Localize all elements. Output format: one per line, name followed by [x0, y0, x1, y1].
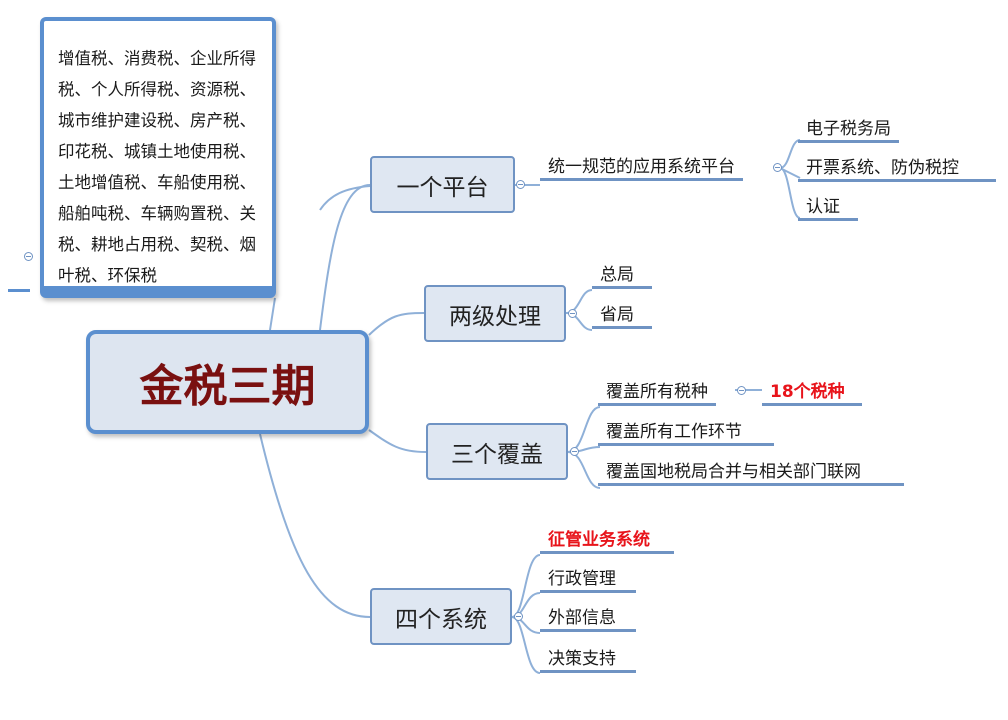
- branch-four-collapse-icon[interactable]: [514, 612, 523, 621]
- tax-types-text: 增值税、消费税、企业所得税、个人所得税、资源税、城市维护建设税、房产税、印花税、…: [58, 49, 256, 285]
- leaf-collection-system[interactable]: 征管业务系统: [540, 529, 674, 554]
- branch-four-systems[interactable]: 四个系统: [370, 588, 512, 645]
- leaf-headquarters[interactable]: 总局: [592, 264, 652, 289]
- leaf-administration[interactable]: 行政管理: [540, 568, 636, 593]
- note-collapse-icon[interactable]: [24, 252, 33, 261]
- branch-four-label: 四个系统: [395, 606, 487, 633]
- root-topic[interactable]: 金税三期: [86, 330, 369, 434]
- leaf-decision-support[interactable]: 决策支持: [540, 648, 636, 673]
- branch-two-levels[interactable]: 两级处理: [424, 285, 566, 342]
- leaf-certification[interactable]: 认证: [798, 196, 858, 221]
- branch-one-platform[interactable]: 一个平台: [370, 156, 515, 213]
- branch-three-collapse-icon[interactable]: [570, 447, 579, 456]
- root-label: 金税三期: [139, 361, 316, 412]
- branch-one-collapse-icon[interactable]: [516, 180, 525, 189]
- branch-one-label: 一个平台: [396, 174, 489, 201]
- branch-two-label: 两级处理: [449, 303, 541, 330]
- branch-two-collapse-icon[interactable]: [568, 309, 577, 318]
- branch-one-sub[interactable]: 统一规范的应用系统平台: [540, 156, 743, 181]
- leaf-all-tax-types[interactable]: 覆盖所有税种: [598, 381, 716, 406]
- leaf-merger-networking[interactable]: 覆盖国地税局合并与相关部门联网: [598, 461, 904, 486]
- branch-three-coverage[interactable]: 三个覆盖: [426, 423, 568, 480]
- tax-types-note[interactable]: 增值税、消费税、企业所得税、个人所得税、资源税、城市维护建设税、房产税、印花税、…: [40, 17, 276, 298]
- leaf-all-work-steps[interactable]: 覆盖所有工作环节: [598, 421, 774, 446]
- leaf-e-tax-bureau[interactable]: 电子税务局: [798, 118, 899, 143]
- branch-three-label: 三个覆盖: [451, 441, 543, 468]
- leaf-18-tax-types[interactable]: 18个税种: [762, 381, 862, 406]
- leaf-external-info[interactable]: 外部信息: [540, 607, 636, 632]
- leaf-provincial[interactable]: 省局: [592, 304, 652, 329]
- leaf-invoicing-system[interactable]: 开票系统、防伪税控: [798, 157, 996, 182]
- branch-one-sub-collapse-icon[interactable]: [773, 163, 782, 172]
- note-footer-bar: [44, 286, 272, 294]
- leaf-all-tax-types-collapse-icon[interactable]: [737, 386, 746, 395]
